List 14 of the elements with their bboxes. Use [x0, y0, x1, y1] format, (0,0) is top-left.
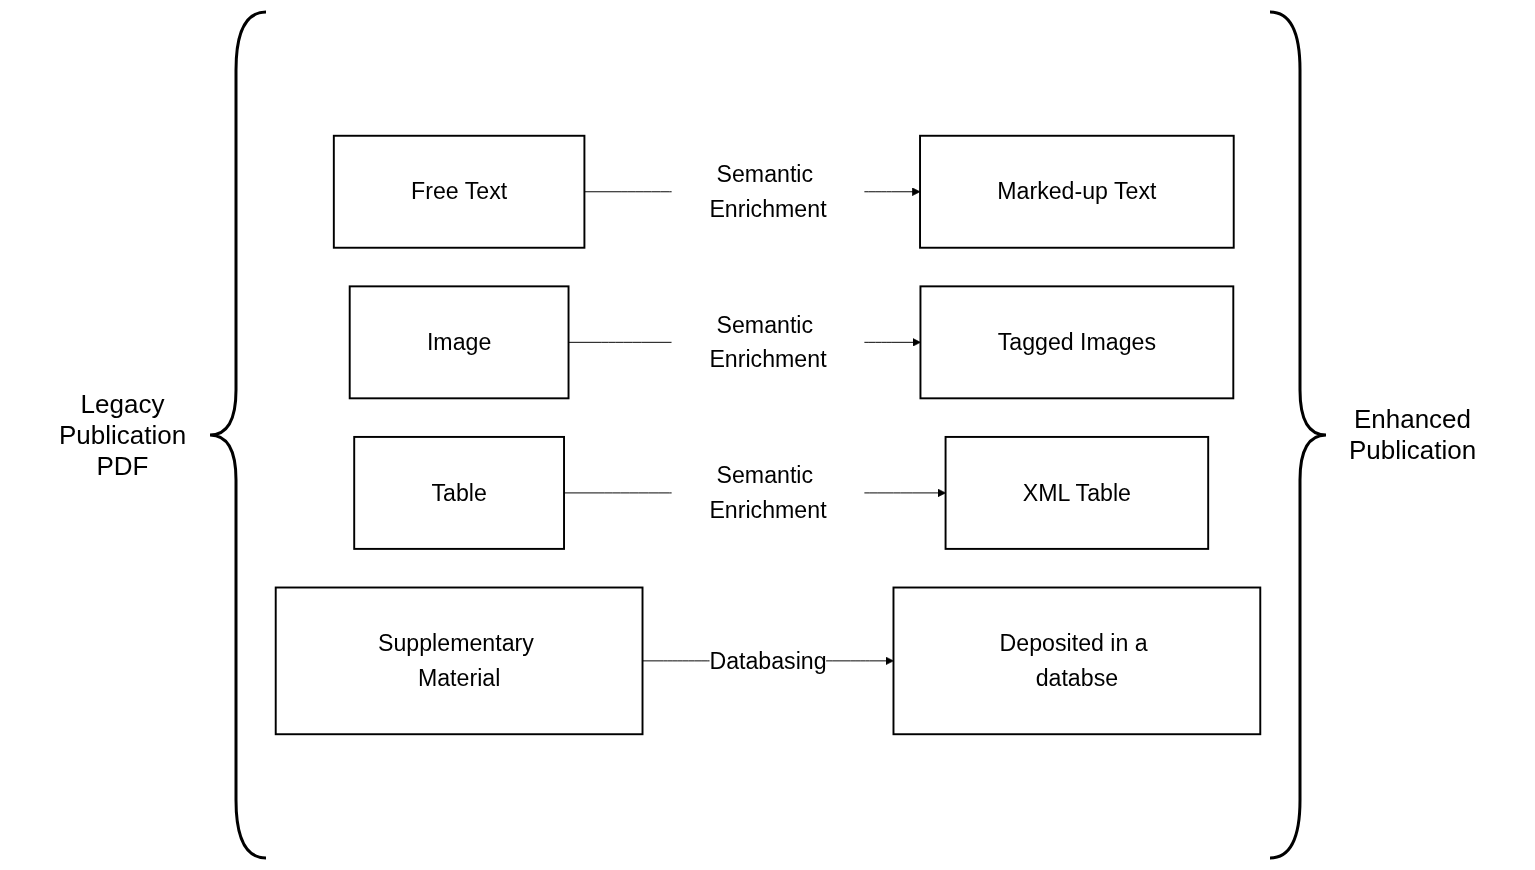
edge-label: Databasing: [708, 647, 827, 674]
node-box: Deposited in a databse: [892, 586, 1261, 736]
node-box: Supplementary Material: [274, 586, 643, 736]
node-box: Image: [348, 285, 569, 400]
node-box: Free Text: [332, 134, 585, 249]
node-box: Tagged Images: [919, 285, 1234, 400]
edge-label: Semantic Enrichment: [708, 160, 827, 222]
group-label: Legacy Publication PDF: [57, 388, 188, 482]
node-box: XML Table: [944, 435, 1209, 550]
node-box: Marked-up Text: [918, 134, 1235, 249]
edge-label: Semantic Enrichment: [708, 311, 827, 373]
edge-label: Semantic Enrichment: [708, 462, 827, 523]
group-label: Enhanced Publication: [1347, 404, 1478, 466]
node-box: Table: [352, 435, 565, 550]
